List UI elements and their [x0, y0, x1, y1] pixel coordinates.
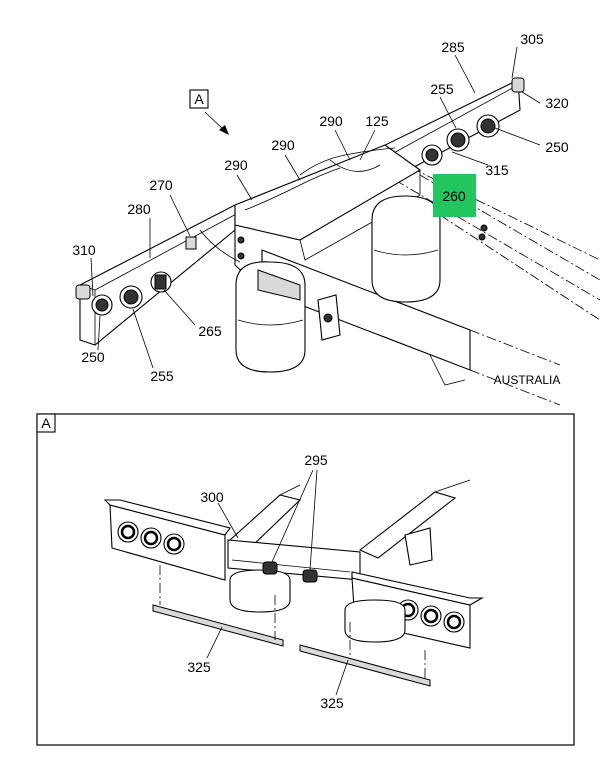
detail-left-panel	[103, 499, 231, 581]
detail-header-box	[36, 413, 56, 433]
view-arrowhead	[219, 125, 229, 135]
detail-airbag-left	[229, 569, 291, 613]
callout-255-right: 255	[430, 81, 454, 97]
detail-strips-325	[152, 604, 431, 687]
callouts-detail: 295 300 325 325	[187, 452, 344, 711]
callout-300: 300	[200, 489, 224, 505]
callout-125: 125	[365, 113, 389, 129]
callouts-top: 305 285 320 255 250 290 125 290 290 315 …	[72, 31, 569, 384]
callout-325-left: 325	[187, 659, 211, 675]
callout-285: 285	[441, 39, 465, 55]
callout-255-left: 255	[150, 368, 174, 384]
detail-header-label: A	[41, 415, 51, 431]
detail-airbag-right	[344, 599, 406, 643]
callout-265: 265	[198, 323, 222, 339]
callout-320: 320	[545, 95, 569, 111]
top-assembly: A	[72, 31, 601, 406]
detail-frame-structure	[227, 479, 471, 581]
left-light-bar	[75, 204, 241, 346]
callout-310: 310	[72, 242, 96, 258]
callout-280: 280	[127, 201, 151, 217]
highlight-260	[433, 174, 476, 217]
callout-290-a: 290	[319, 113, 343, 129]
callout-315: 315	[485, 162, 509, 178]
callout-325-right: 325	[320, 695, 344, 711]
detail-view-a: A	[36, 413, 575, 746]
view-marker-box	[189, 89, 209, 109]
detail-frame	[36, 413, 575, 746]
detail-projection-lines	[159, 565, 426, 680]
detail-connectors-295	[262, 561, 318, 583]
callout-290-b: 290	[271, 137, 295, 153]
air-bags	[235, 195, 488, 373]
harness-wire-top	[299, 147, 396, 176]
callout-250-right: 250	[545, 139, 569, 155]
callout-260: 260	[442, 188, 466, 204]
harness-wire-left	[199, 229, 241, 263]
callout-270: 270	[149, 177, 173, 193]
view-marker-label: A	[194, 91, 204, 107]
callout-295: 295	[304, 452, 328, 468]
leader-lines-detail	[206, 469, 349, 696]
callout-250-left: 250	[81, 349, 105, 365]
callout-290-c: 290	[224, 157, 248, 173]
callout-305: 305	[520, 31, 544, 47]
region-note: AUSTRALIA	[494, 373, 561, 387]
leader-lines-top	[90, 46, 541, 369]
